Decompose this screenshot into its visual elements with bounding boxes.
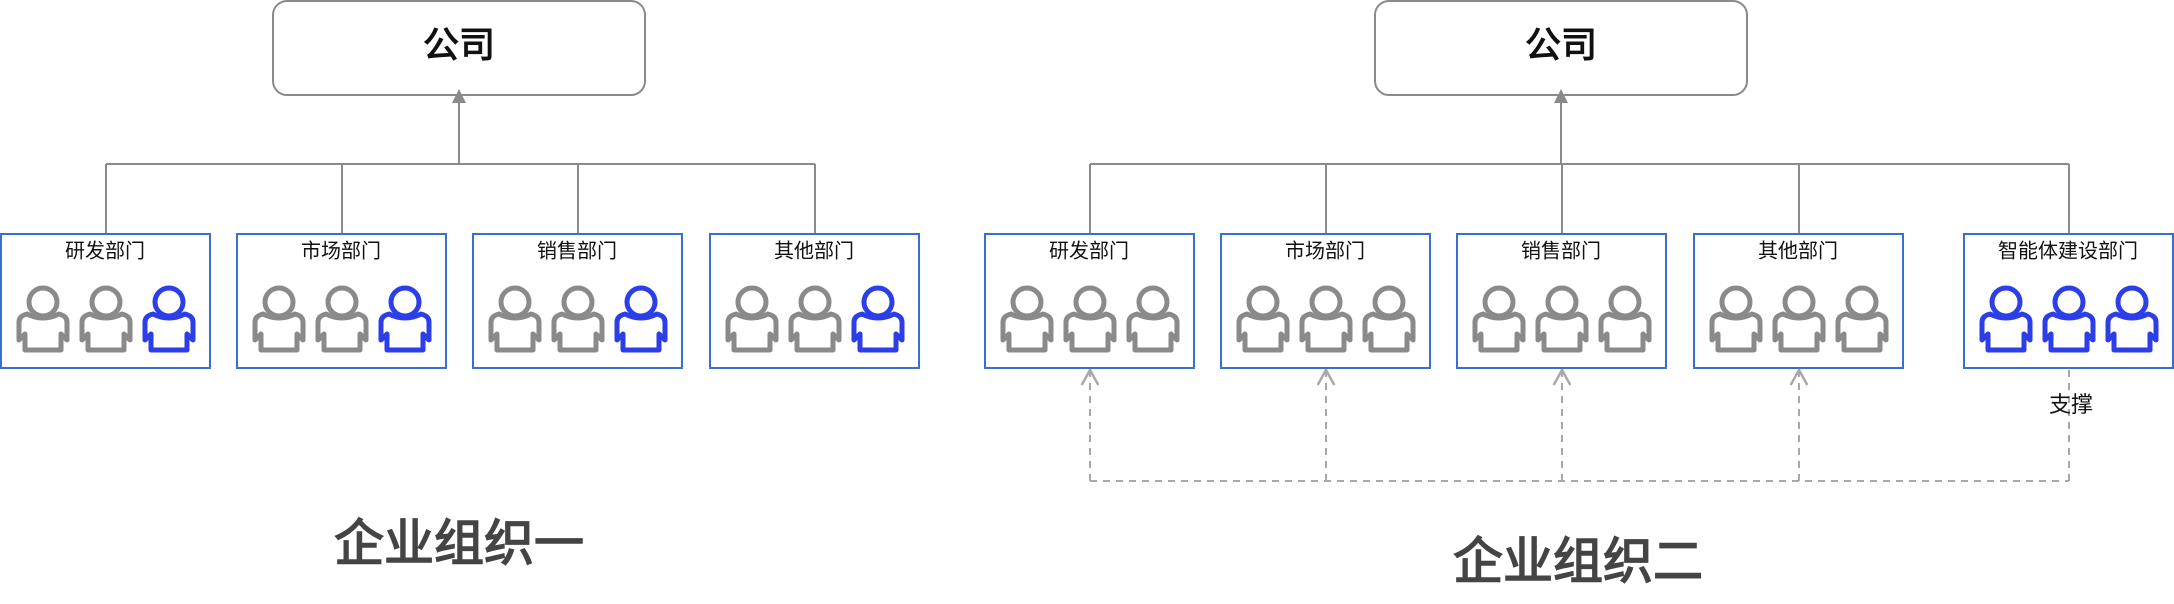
person-icon bbox=[1299, 285, 1353, 353]
org2-branch-line bbox=[1089, 163, 2070, 234]
org1-dept-市场: 市场部门 bbox=[236, 233, 447, 369]
org2-dept-box bbox=[1963, 233, 2174, 369]
org2-dept-box bbox=[1693, 233, 1904, 369]
org1-dept-label: 市场部门 bbox=[301, 239, 381, 263]
person-icon bbox=[1979, 285, 2033, 353]
person-icon bbox=[2105, 285, 2159, 353]
org2-dept-研发: 研发部门 bbox=[984, 233, 1195, 369]
org1-company-label: 公司 bbox=[423, 25, 495, 66]
org2-dept-label: 研发部门 bbox=[1049, 239, 1129, 263]
org2-dept-box bbox=[984, 233, 1195, 369]
person-icon bbox=[1472, 285, 1526, 353]
org1-dept-box bbox=[472, 233, 683, 369]
org1-dept-label: 其他部门 bbox=[774, 239, 854, 263]
org2-dept-销售: 销售部门 bbox=[1456, 233, 1667, 369]
support-label: 支撑 bbox=[2049, 393, 2093, 418]
org2-dept-label: 市场部门 bbox=[1285, 239, 1365, 263]
person-icon bbox=[315, 285, 369, 353]
person-icon bbox=[1126, 285, 1180, 353]
org2-dept-box bbox=[1456, 233, 1667, 369]
org1-dept-label: 销售部门 bbox=[537, 239, 617, 263]
person-icon bbox=[2042, 285, 2096, 353]
org2-dept-智能体建设: 智能体建设部门 bbox=[1963, 233, 2174, 369]
person-icon bbox=[614, 285, 668, 353]
person-icon bbox=[252, 285, 306, 353]
org2-dept-label: 智能体建设部门 bbox=[1998, 239, 2138, 263]
org2-dept-label: 销售部门 bbox=[1521, 239, 1601, 263]
person-icon bbox=[16, 285, 70, 353]
org2-title: 企业组织二 bbox=[1453, 533, 1703, 591]
person-icon bbox=[142, 285, 196, 353]
person-icon bbox=[1000, 285, 1054, 353]
org1-branch-line bbox=[105, 163, 816, 234]
person-icon bbox=[1598, 285, 1652, 353]
person-icon bbox=[851, 285, 905, 353]
org2-company-label: 公司 bbox=[1525, 25, 1597, 66]
person-icon bbox=[725, 285, 779, 353]
org1-dept-label: 研发部门 bbox=[65, 239, 145, 263]
person-icon bbox=[488, 285, 542, 353]
support-connector-line bbox=[1090, 370, 2070, 482]
person-icon bbox=[551, 285, 605, 353]
org1-chart: 公司 研发部门 市场部门 销售部门 其他部门 bbox=[0, 0, 920, 573]
org1-title: 企业组织一 bbox=[334, 515, 584, 573]
org2-chart: 公司 支撑 研发部门 市场部门 销售部门 bbox=[984, 0, 2174, 591]
org1-dept-研发: 研发部门 bbox=[0, 233, 211, 369]
person-icon bbox=[378, 285, 432, 353]
org1-dept-销售: 销售部门 bbox=[472, 233, 683, 369]
org2-dept-box bbox=[1220, 233, 1431, 369]
person-icon bbox=[1535, 285, 1589, 353]
person-icon bbox=[1772, 285, 1826, 353]
person-icon bbox=[1835, 285, 1889, 353]
person-icon bbox=[79, 285, 133, 353]
org1-dept-box bbox=[236, 233, 447, 369]
org1-dept-box bbox=[0, 233, 211, 369]
person-icon bbox=[788, 285, 842, 353]
person-icon bbox=[1236, 285, 1290, 353]
person-icon bbox=[1362, 285, 1416, 353]
org1-dept-其他: 其他部门 bbox=[709, 233, 920, 369]
person-icon bbox=[1063, 285, 1117, 353]
org1-dept-box bbox=[709, 233, 920, 369]
person-icon bbox=[1709, 285, 1763, 353]
org2-dept-市场: 市场部门 bbox=[1220, 233, 1431, 369]
org2-dept-其他: 其他部门 bbox=[1693, 233, 1904, 369]
org2-dept-label: 其他部门 bbox=[1758, 239, 1838, 263]
